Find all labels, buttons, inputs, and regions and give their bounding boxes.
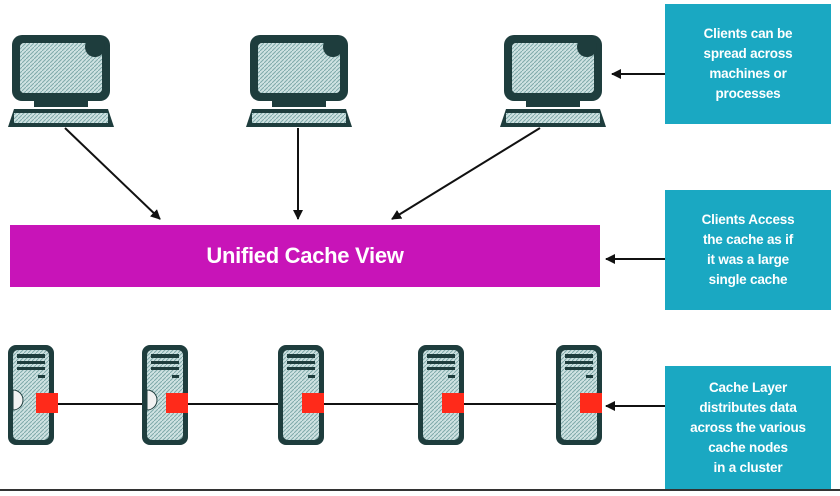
callout-clients: Clients can be spread across machines or… [665,4,831,124]
callout-line: Cache Layer [708,380,788,395]
callout-arrows [605,69,665,411]
server-tower-icon [556,345,602,445]
callout-line: processes [715,86,781,101]
desktop-computer-icon [500,35,606,127]
cache-nodes [8,345,602,445]
arrow-client-1 [64,127,161,220]
callout-line: cache nodes [708,440,788,455]
client-computers [8,35,606,127]
callout-line: Clients Access [701,212,795,227]
callout-line: distributes data [699,400,797,415]
callout-line: spread across [703,46,793,61]
bottom-divider [0,489,840,491]
callout-line: machines or [709,66,787,81]
client-arrows [64,127,541,220]
callout-line: single cache [708,272,788,287]
desktop-computer-icon [246,35,352,127]
callout-line: across the various [690,420,806,435]
server-tower-icon [278,345,324,445]
callout-access: Clients Access the cache as if it was a … [665,190,831,310]
callout-line: in a cluster [713,460,783,475]
arrow-client-3 [391,127,541,220]
server-tower-icon [8,345,58,445]
unified-cache-view-bar: Unified Cache View [10,225,600,287]
callout-line: the cache as if [702,232,794,247]
server-tower-icon [418,345,464,445]
server-tower-icon [142,345,188,445]
callout-line: Clients can be [703,26,793,41]
desktop-computer-icon [8,35,114,127]
callout-cache-layer: Cache Layer distributes data across the … [665,366,831,490]
unified-cache-view-label: Unified Cache View [206,243,404,268]
callout-line: it was a large [707,252,789,267]
